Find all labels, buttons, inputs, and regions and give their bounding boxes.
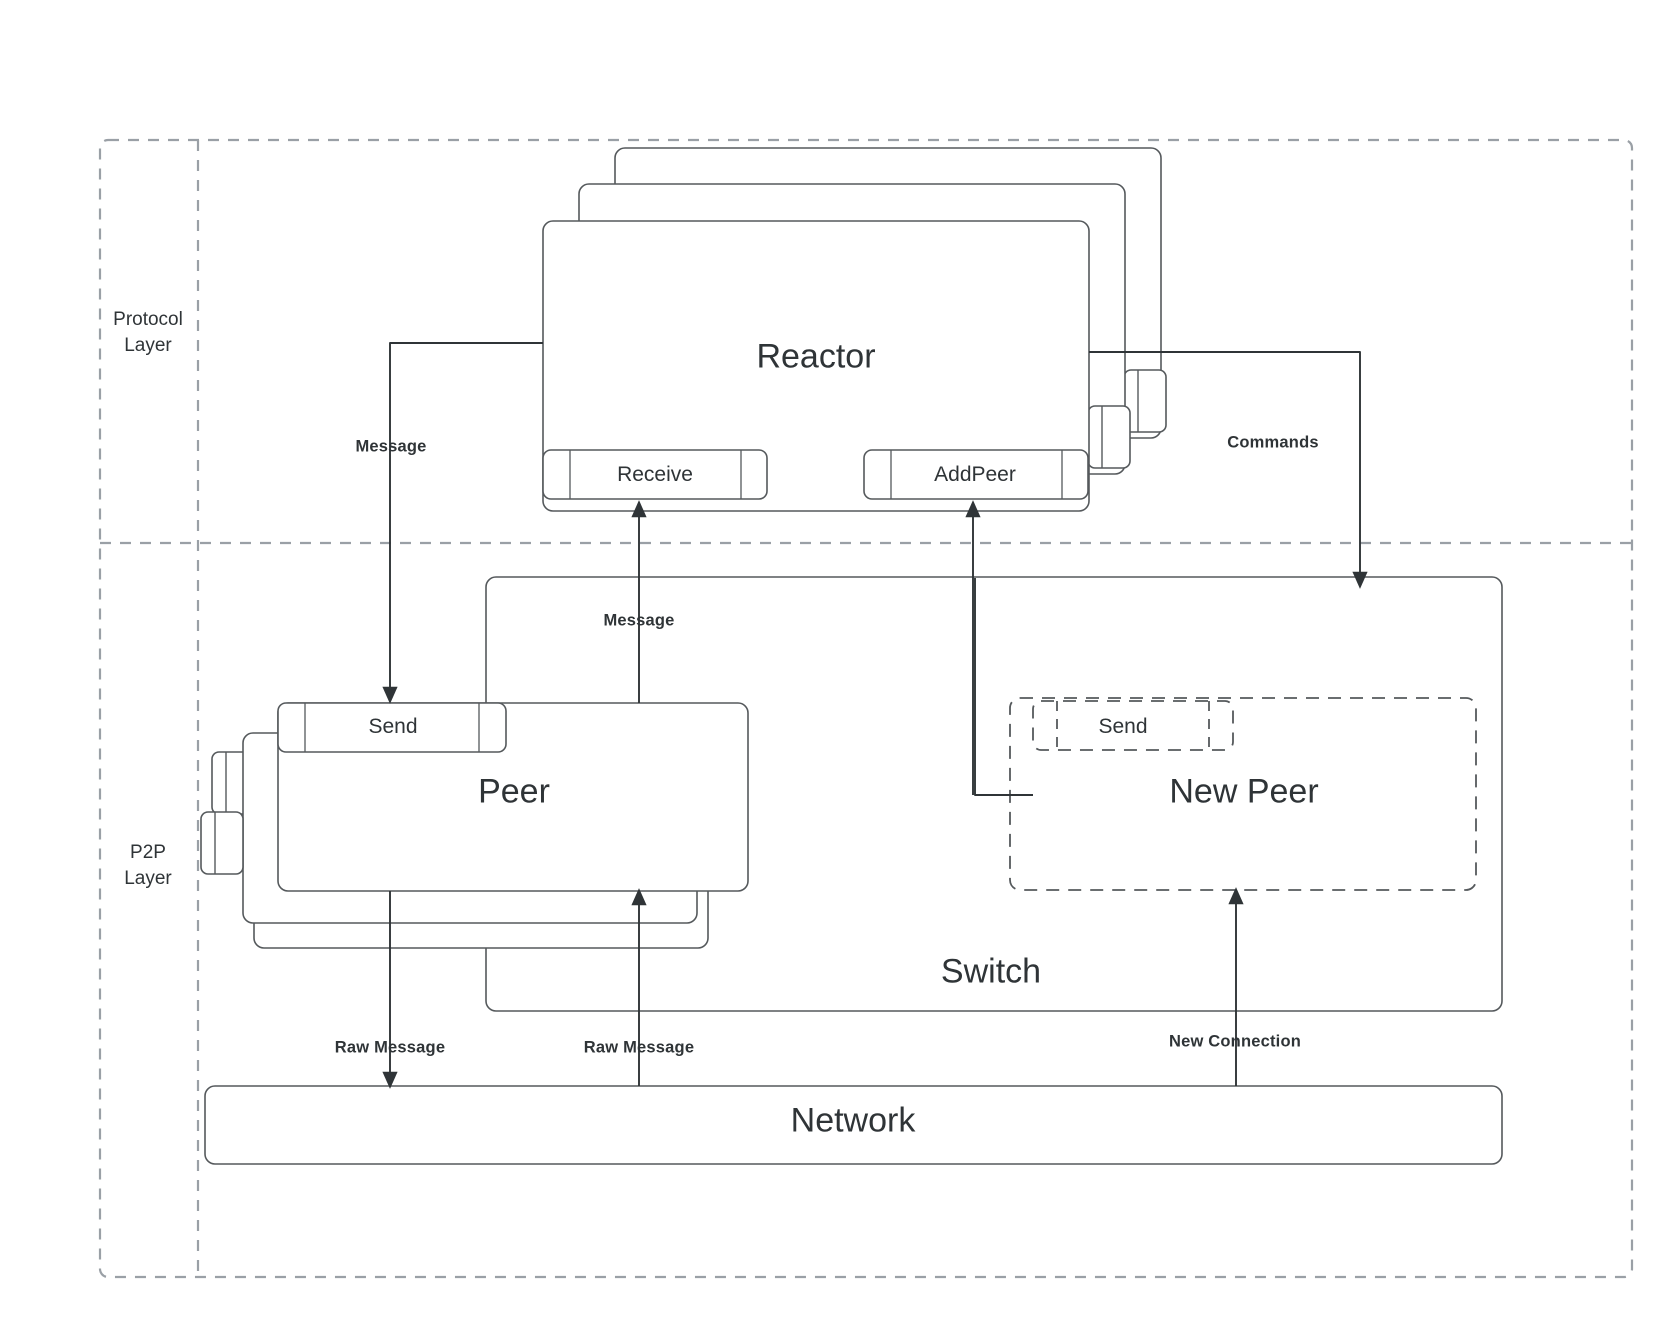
peer-send-label: Send: [368, 715, 418, 738]
edge-commands: [1089, 351, 1368, 589]
new-peer-send-label: Send: [1098, 715, 1148, 738]
new-peer-send-port[interactable]: [1032, 700, 1234, 751]
layer-label-protocol-line2: Layer: [124, 335, 172, 356]
reactor-addpeer-port[interactable]: [863, 449, 1089, 500]
new-peer-label: New Peer: [1169, 772, 1319, 811]
switch-label: Switch: [940, 952, 1042, 991]
layer-label-p2p: P2P Layer: [124, 840, 172, 892]
edge-label-commands: Commands: [1227, 433, 1319, 452]
reactor-box[interactable]: [542, 220, 1090, 512]
layer-label-protocol-line1: Protocol: [113, 309, 183, 330]
layer-label-protocol: Protocol Layer: [113, 307, 183, 359]
edge-label-raw-message-down: Raw Message: [334, 1038, 446, 1057]
edge-label-new-connection: New Connection: [1168, 1032, 1302, 1051]
reactor-receive-label: Receive: [617, 463, 693, 486]
network-box[interactable]: [204, 1085, 1503, 1165]
edge-label-message-down: Message: [355, 437, 427, 456]
edge-label-raw-message-up: Raw Message: [583, 1038, 695, 1057]
layer-label-p2p-line1: P2P: [130, 842, 166, 863]
new-peer-box[interactable]: [1009, 697, 1477, 891]
edge-newpeer-send: [974, 578, 1033, 796]
edge-message-down: [382, 342, 543, 704]
reactor-label: Reactor: [756, 337, 876, 376]
peer-label: Peer: [478, 772, 550, 811]
outer-frame: [98, 138, 1634, 1279]
reactor-addpeer-label: AddPeer: [934, 463, 1016, 486]
network-label: Network: [790, 1101, 916, 1140]
reactor-receive-port[interactable]: [542, 449, 768, 500]
layer-label-p2p-line2: Layer: [124, 868, 172, 889]
edge-label-message-up: Message: [603, 611, 675, 630]
